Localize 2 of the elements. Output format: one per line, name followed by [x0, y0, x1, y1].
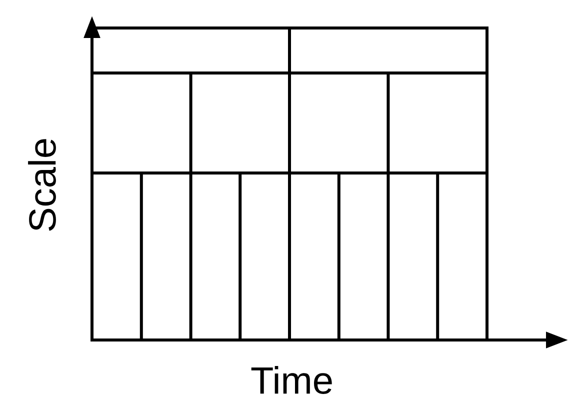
axis-label: Time [251, 366, 332, 394]
axis-label: Scale [28, 139, 56, 231]
